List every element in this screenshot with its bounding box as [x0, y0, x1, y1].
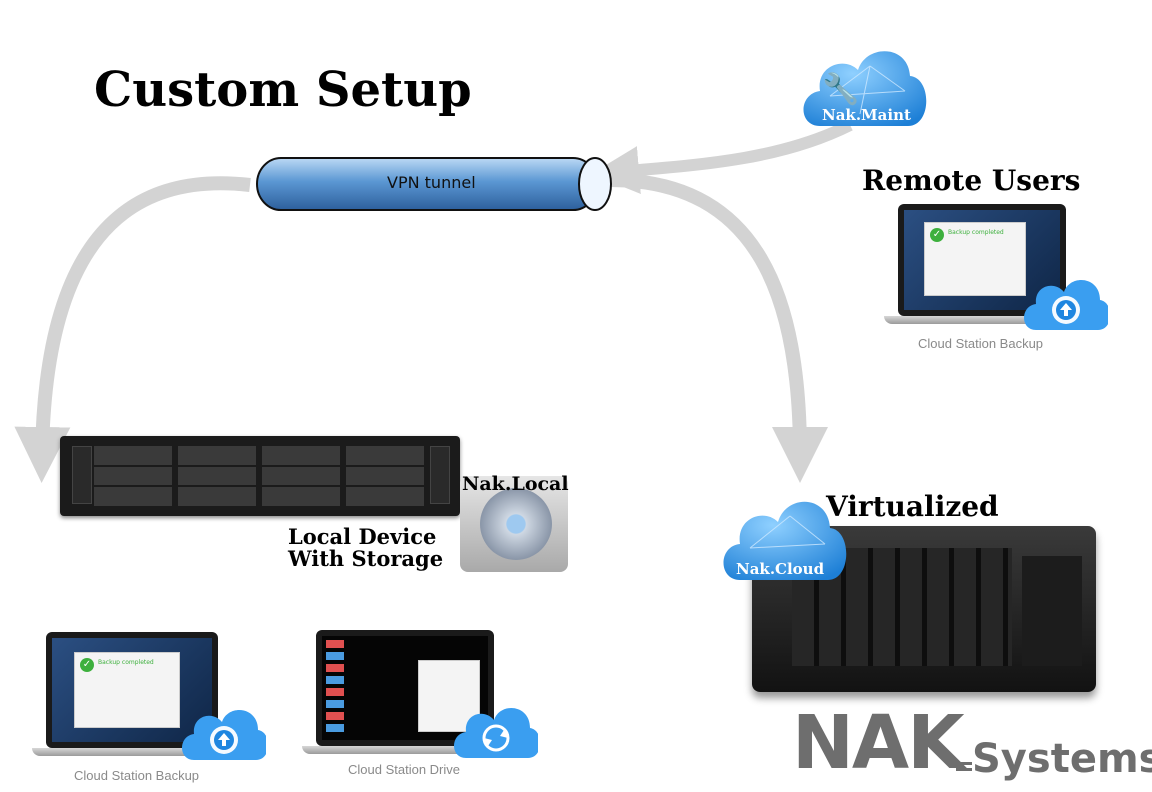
- arrow-tunnel-to-appliance: [609, 173, 828, 483]
- nak-maint-label: Nak.Maint: [822, 106, 911, 124]
- arrow-maint-to-tunnel: [591, 119, 853, 194]
- backup-laptop: ✓ Backup completed Cloud Station Backup: [30, 630, 270, 790]
- vpn-tunnel-label: VPN tunnel: [387, 173, 476, 192]
- cloud-icon: [723, 501, 847, 580]
- remote-laptop: ✓ Backup completed Cloud Station Backup: [880, 200, 1111, 360]
- nak-cloud-label: Nak.Cloud: [736, 560, 825, 578]
- sync-cloud-icon: [452, 700, 541, 762]
- nak-cloud-cloud: Nak.Cloud: [720, 486, 848, 586]
- logo-brand: NAK: [792, 700, 965, 786]
- remote-users-heading: Remote Users: [862, 164, 1081, 197]
- success-check-icon: ✓: [80, 658, 94, 672]
- local-device-label-line1: Local Device: [288, 524, 437, 549]
- upload-cloud-icon: [180, 702, 269, 764]
- hard-drive-icon: [456, 470, 574, 574]
- upload-cloud-icon: [1022, 272, 1111, 334]
- backup-status-text: Backup completed: [948, 229, 1004, 236]
- nas-front-bay: [1022, 556, 1082, 666]
- backup-status-text: Backup completed: [98, 659, 154, 666]
- tunnel-pipe-icon: [256, 157, 612, 211]
- local-rack-device: [60, 436, 460, 522]
- remote-laptop-caption: Cloud Station Backup: [918, 336, 1044, 351]
- wrench-icon: 🔧: [822, 72, 860, 107]
- drive-laptop-caption: Cloud Station Drive: [348, 762, 460, 777]
- local-device-label-line2: With Storage: [288, 546, 444, 571]
- success-check-icon: ✓: [930, 228, 944, 242]
- arrow-tunnel-to-local: [14, 176, 251, 483]
- nak-systems-logo: NAK Systems: [792, 700, 1152, 792]
- nas-appliance: [752, 526, 1096, 692]
- backup-laptop-caption: Cloud Station Backup: [74, 768, 200, 783]
- nak-local-label: Nak.Local: [462, 473, 569, 495]
- nak-maint-cloud: 🔧 Nak.Maint: [800, 36, 930, 132]
- page-title: Custom Setup: [94, 62, 472, 118]
- vpn-tunnel: VPN tunnel: [255, 156, 615, 212]
- cloud-icon: [803, 51, 927, 126]
- drive-laptop: Cloud Station Drive: [300, 628, 541, 788]
- logo-suffix: Systems: [972, 736, 1152, 782]
